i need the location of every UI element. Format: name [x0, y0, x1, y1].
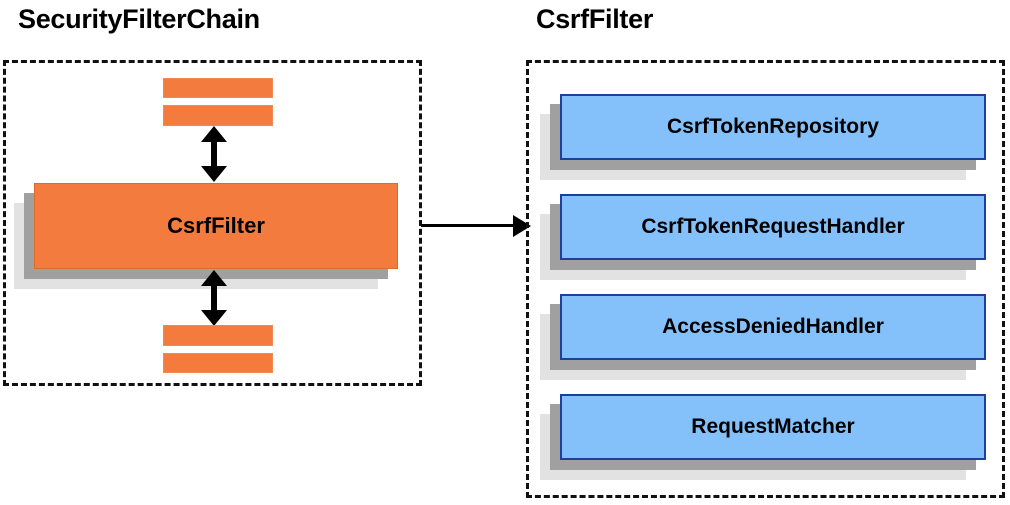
node-csrffilter[interactable]: CsrfFilter — [14, 183, 398, 289]
arrow-shaft — [211, 283, 217, 313]
node-csrffilter-label: CsrfFilter — [34, 183, 398, 269]
double-arrow-above-csrffilter — [201, 126, 227, 182]
double-arrow-below-csrffilter — [201, 270, 227, 326]
node-csrftokenrequesthandler-label: CsrfTokenRequestHandler — [560, 194, 986, 260]
arrow-head-down-icon — [201, 166, 227, 182]
arrow-shaft — [421, 224, 515, 227]
node-csrftokenrepository-label: CsrfTokenRepository — [560, 94, 986, 160]
node-csrftokenrepository[interactable]: CsrfTokenRepository — [540, 94, 986, 180]
arrow-head-down-icon — [201, 310, 227, 326]
panel-title-csrf-filter: CsrfFilter — [536, 4, 654, 34]
node-accessdeniedhandler-label: AccessDeniedHandler — [560, 294, 986, 360]
arrow-head-up-icon — [201, 270, 227, 286]
placeholder-bar-bottom-2 — [163, 353, 273, 373]
node-csrftokenrequesthandler[interactable]: CsrfTokenRequestHandler — [540, 194, 986, 280]
arrow-head-up-icon — [201, 126, 227, 142]
node-requestmatcher[interactable]: RequestMatcher — [540, 394, 986, 480]
node-accessdeniedhandler[interactable]: AccessDeniedHandler — [540, 294, 986, 380]
arrow-shaft — [211, 139, 217, 169]
arrow-csrffilter-to-csrffilter-panel — [421, 215, 531, 237]
panel-security-filter-chain — [3, 60, 422, 386]
placeholder-bar-top-1 — [163, 78, 273, 98]
node-requestmatcher-label: RequestMatcher — [560, 394, 986, 460]
panel-title-security-filter-chain: SecurityFilterChain — [18, 4, 260, 34]
panel-csrf-filter — [526, 60, 1005, 498]
placeholder-bar-bottom-1 — [163, 325, 273, 346]
placeholder-bar-top-2 — [163, 105, 273, 126]
